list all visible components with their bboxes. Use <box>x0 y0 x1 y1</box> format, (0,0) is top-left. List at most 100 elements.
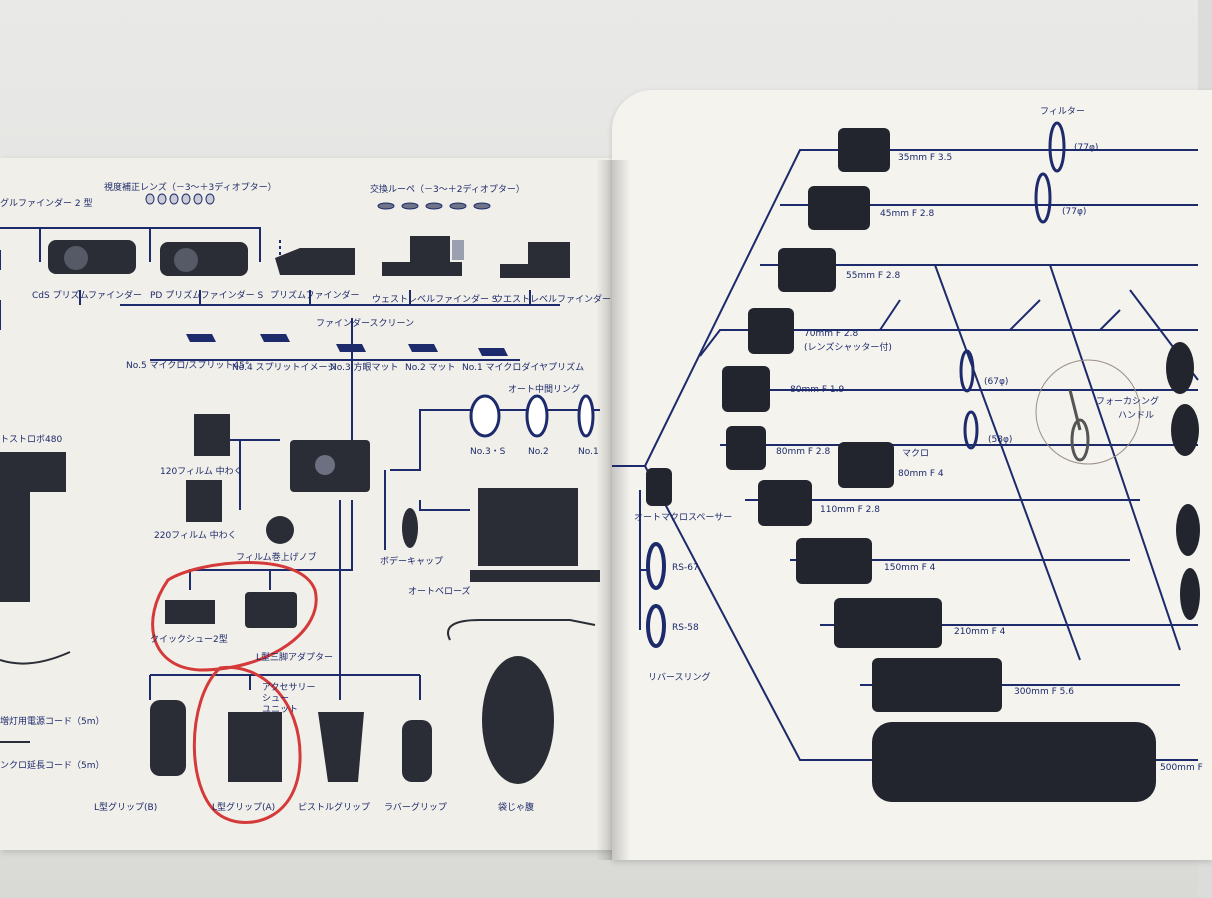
label-strobe: トストロボ480 <box>0 434 62 445</box>
label-accessory-shoe-2: シュー <box>262 694 289 704</box>
filter-icons <box>959 121 1066 450</box>
label-lens-45: 45mm F 2.8 <box>880 209 934 219</box>
lens-70mm-icon <box>748 308 794 354</box>
pd-prism-finder-icon <box>160 242 248 276</box>
case-icon <box>482 656 554 784</box>
film-back-120-icon <box>194 414 230 456</box>
lens-500mm-icon <box>872 722 1156 802</box>
label-finder-cds: CdS プリズムファインダー <box>32 289 142 301</box>
red-highlight-circles <box>151 561 318 824</box>
label-lens-80-28: 80mm F 2.8 <box>776 447 830 457</box>
label-lens-70: 70mm F 2.8 <box>804 329 858 339</box>
label-finder-wl: ウエストレベルファインダー <box>494 293 611 305</box>
diopter-lenses-icon <box>145 193 215 205</box>
label-focus-1: フォーカシング <box>1096 395 1159 407</box>
label-filter-77a: (77φ) <box>1074 143 1098 153</box>
label-accessory-shoe-1: アクセサリー <box>262 682 316 693</box>
l-grip-b-icon <box>150 700 186 776</box>
label-filter-58: (58φ) <box>988 435 1012 445</box>
label-screen-5: No.5 マイクロ/スプリット45° <box>126 360 249 371</box>
label-lens-150: 150mm F 4 <box>884 563 936 573</box>
label-screen-title: ファインダースクリーン <box>316 317 414 329</box>
cable-icons <box>0 619 596 743</box>
label-lens-80-19: 80mm F 1.9 <box>790 385 844 395</box>
camera-body-icons <box>0 414 600 784</box>
label-finder-prism: プリズムファインダー <box>270 289 359 301</box>
label-ring-2: No.2 <box>528 447 549 457</box>
label-film220: 220フィルム 中わく <box>154 529 237 541</box>
label-macro: マクロ <box>902 448 929 459</box>
label-lens-500: 500mm F <box>1160 763 1203 773</box>
label-ext-cord: ンクロ延長コード（5m） <box>0 759 105 771</box>
lens-55mm-icon <box>778 248 836 292</box>
label-finder-pd: PD プリズムファインダー S <box>150 289 264 301</box>
l-grip-a-icon <box>228 712 282 782</box>
label-ring-3s: No.3・S <box>470 447 506 457</box>
focusing-handle-icon <box>1068 389 1090 462</box>
label-spacer: オートマクロスペーサー <box>634 512 732 523</box>
waist-level-finder-icon <box>500 242 570 278</box>
left-labels: 視度補正レンズ（－3～＋3ディオプター） 交換ルーペ（－3～＋2ディオプター） … <box>0 181 611 813</box>
label-screen-3: No.3 方眼マット <box>330 361 399 373</box>
lens-35mm-icon <box>838 128 890 172</box>
label-auto-ring: オート中間リング <box>508 383 580 395</box>
label-tripod-adapter: L型三脚アダプター <box>256 651 333 663</box>
finder-screen-icons <box>186 334 508 356</box>
prism-finder-icon <box>275 248 355 275</box>
label-case: 袋じゃ腹 <box>498 801 534 813</box>
auto-extension-ring-icons <box>469 394 595 438</box>
label-rs67: RS-67 <box>672 563 699 573</box>
label-rs58: RS-58 <box>672 623 699 633</box>
lens-45mm-icon <box>808 186 870 230</box>
label-knob: フィルム巻上げノブ <box>236 551 317 563</box>
label-lens-110: 110mm F 2.8 <box>820 505 880 515</box>
film-back-220-icon <box>186 480 222 522</box>
quick-shoe-icon <box>165 600 215 624</box>
lens-300mm-icon <box>872 658 1002 712</box>
lens-150mm-icon <box>796 538 872 584</box>
lens-210mm-icon <box>834 598 942 648</box>
label-l-grip-a: L型グリップ(A) <box>212 801 275 813</box>
label-accessory-shoe-3: ユニット <box>262 705 298 715</box>
body-cap-icon <box>402 508 418 548</box>
label-filter-77b: (77φ) <box>1062 207 1086 217</box>
loupe-lenses-icon <box>377 202 491 210</box>
label-diopter-lens: 視度補正レンズ（－3～＋3ディオプター） <box>104 181 277 193</box>
label-bellows: オートベローズ <box>408 585 471 597</box>
label-body-cap: ボデーキャップ <box>380 555 443 567</box>
label-power-cord: 増灯用電源コード（5m） <box>0 715 105 727</box>
label-loupe: 交換ルーペ（－3～＋2ディオプター） <box>370 183 525 195</box>
label-filter-title: フィルター <box>1040 106 1085 117</box>
lens-icons <box>646 128 1200 802</box>
label-reverse-ring: リバースリング <box>648 671 711 683</box>
label-lens-55: 55mm F 2.8 <box>846 271 900 281</box>
label-screen-4: No.4 スプリットイメージ <box>232 362 336 373</box>
label-l-grip-b: L型グリップ(B) <box>94 801 157 813</box>
focusing-handle-highlight <box>1035 359 1141 465</box>
lens-80mm-f19-icon <box>722 366 770 412</box>
label-pistol-grip: ピストルグリップ <box>298 801 370 813</box>
auto-bellows-icon <box>470 488 600 582</box>
label-filter-67: (67φ) <box>984 377 1008 387</box>
label-film120: 120フィルム 中わく <box>160 465 243 477</box>
label-finder-wls: ウェストレベルファインダー S <box>372 293 498 305</box>
label-lens-35: 35mm F 3.5 <box>898 153 952 163</box>
label-rubber-grip: ラバーグリップ <box>384 801 447 813</box>
finder-icons <box>48 236 570 278</box>
camera-body-icon <box>290 440 370 492</box>
label-screen-1: No.1 マイクロダイヤプリズム <box>462 361 584 373</box>
tripod-adapter-icon <box>245 592 297 628</box>
label-ring-1: No.1 <box>578 447 599 457</box>
label-focus-2: ハンドル <box>1118 411 1154 421</box>
winding-knob-icon <box>266 516 294 544</box>
rs67-icon <box>646 542 666 590</box>
rubber-grip-icon <box>402 720 432 782</box>
label-lens-300: 300mm F 5.6 <box>1014 687 1074 697</box>
label-angle-finder: グルファインダー 2 型 <box>0 197 92 209</box>
label-lens-70-note: (レンズシャッター付) <box>804 341 892 353</box>
label-screen-2: No.2 マット <box>405 363 456 373</box>
waist-level-finder-s-icon <box>382 236 464 276</box>
lens-110mm-icon <box>758 480 812 526</box>
